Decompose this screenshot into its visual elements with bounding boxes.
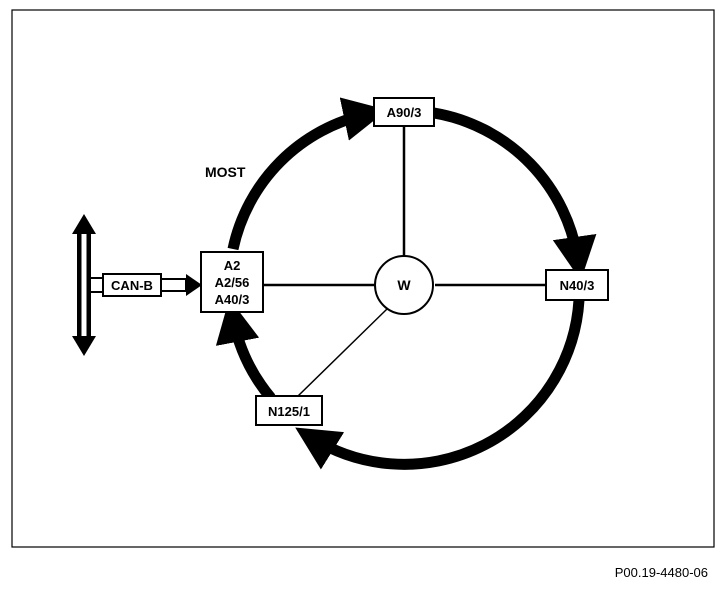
can-to-a2-arrowhead: [186, 274, 202, 296]
a90-box: [373, 97, 435, 127]
n40-box: [545, 269, 609, 301]
n40-label: N40/3: [560, 278, 595, 293]
link-w-n125: [297, 308, 388, 397]
can-b-label: CAN-B: [111, 278, 153, 293]
most-ring-arc-n125-to-a2: [215, 298, 276, 402]
a2-label: A2: [224, 258, 241, 273]
w-node: [374, 255, 434, 315]
can-to-a2-shaft: [159, 278, 187, 292]
most-label: MOST: [205, 164, 246, 180]
most-ring-arc-a90-to-n40: [433, 107, 597, 281]
diagram-frame: [11, 9, 715, 548]
w-label: W: [397, 277, 411, 293]
can-stub: [89, 277, 105, 293]
can-bus-arrow-down: [72, 336, 96, 356]
a2-56-label: A2/56: [215, 275, 250, 290]
can-b-box: [102, 273, 162, 297]
network-diagram: CAN-B A2 A2/56 A40/3 A90/3 N40/3 N125/1 …: [11, 9, 715, 548]
a40-3-label: A40/3: [215, 292, 250, 307]
figure-reference: P00.19-4480-06: [614, 565, 708, 580]
a2-box: [200, 251, 264, 313]
n125-label: N125/1: [268, 404, 310, 419]
n125-box: [255, 395, 323, 426]
a90-label: A90/3: [387, 105, 422, 120]
most-ring-arc-n40-to-n125: [295, 299, 585, 470]
most-ring-arc-a2-to-a90: [227, 97, 388, 251]
can-bus-arrow-up: [72, 214, 96, 234]
